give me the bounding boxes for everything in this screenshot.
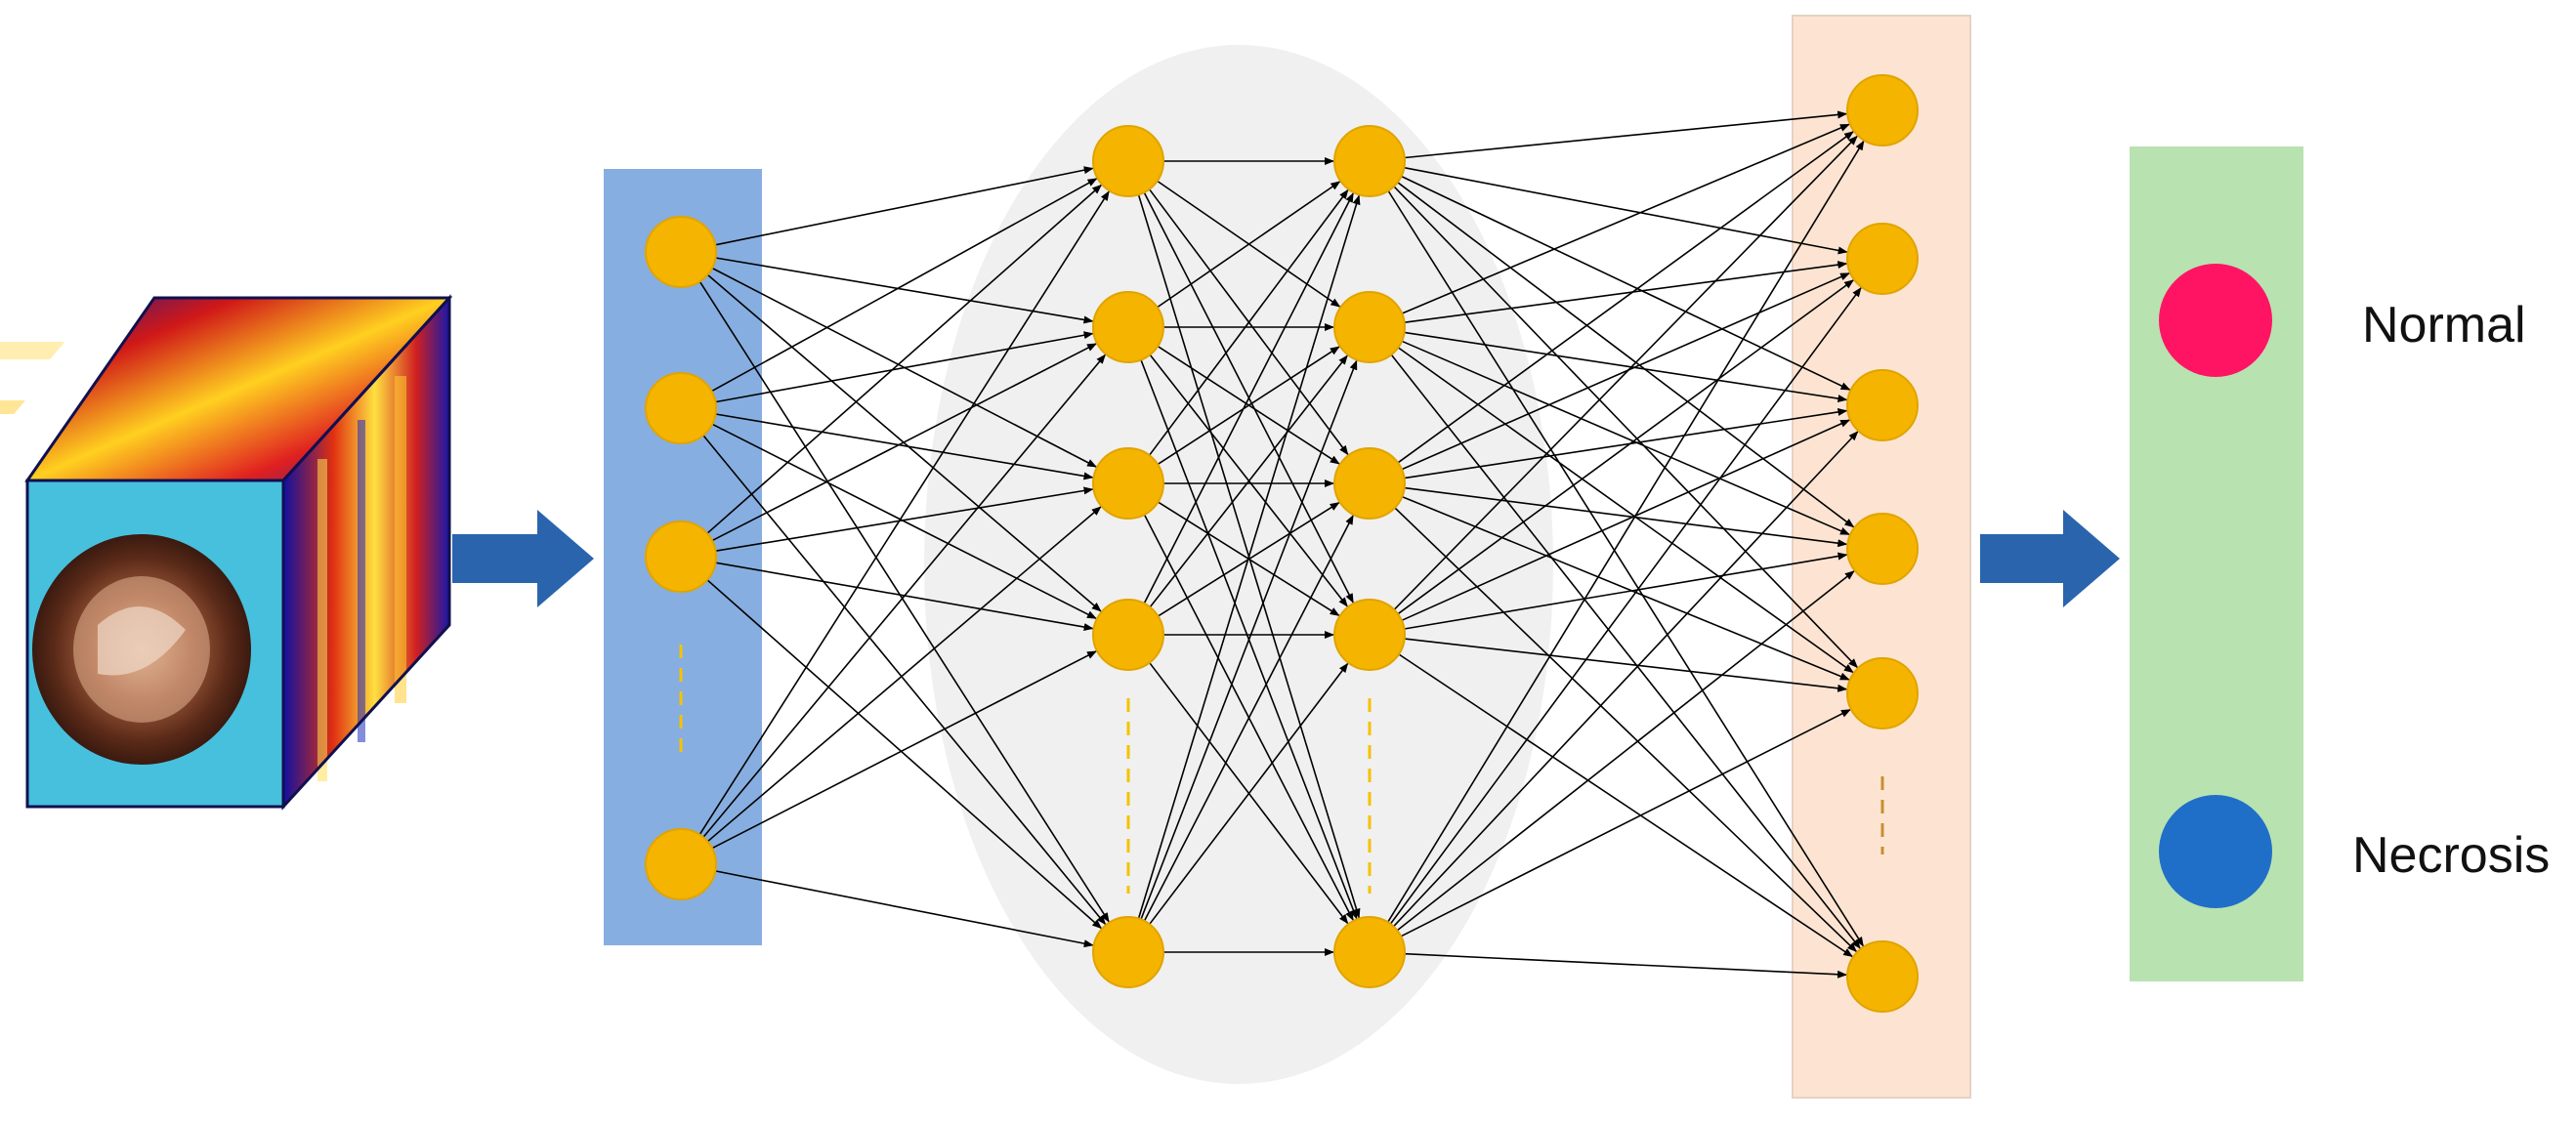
neuron-layer-3	[1333, 125, 1406, 197]
neuron-layer-2	[1092, 599, 1164, 671]
right-arrow-icon	[1980, 510, 2120, 607]
connection-arrow	[1404, 261, 1848, 323]
connection-arrow	[1393, 135, 1858, 610]
connection-arrow	[711, 178, 1098, 393]
connection-arrow	[1157, 346, 1340, 466]
normal-label: Normal	[2362, 297, 2526, 354]
right-arrow-icon	[452, 510, 594, 607]
neuron-layer-3	[1333, 447, 1406, 520]
connection-arrow	[1396, 570, 1855, 932]
necrosis-label: Necrosis	[2352, 827, 2550, 884]
neuron-layer-1	[645, 521, 717, 593]
connection-arrow	[1148, 188, 1349, 456]
neuron-layer-4	[1846, 223, 1919, 295]
connection-arrow	[1140, 359, 1358, 920]
connection-arrow	[1394, 507, 1858, 952]
connection-arrow	[706, 506, 1102, 843]
connection-arrow	[715, 413, 1094, 480]
connection-arrow	[1401, 123, 1850, 314]
necrosis-class-node	[2159, 795, 2272, 908]
connection-arrow	[1390, 354, 1861, 949]
connection-arrow	[711, 423, 1097, 620]
neuron-layer-4	[1846, 369, 1919, 441]
neuron-layer-2	[1092, 447, 1164, 520]
connection-arrow	[1404, 638, 1848, 692]
connection-arrow	[1393, 431, 1859, 928]
connection-arrow	[715, 486, 1094, 552]
connection-arrow	[1397, 182, 1855, 528]
connection-arrow	[711, 343, 1097, 542]
connection-arrow	[1397, 279, 1855, 615]
connection-arrow	[1404, 331, 1848, 402]
neuron-layer-3	[1333, 291, 1406, 363]
connection-arrow	[1149, 354, 1348, 608]
connection-arrow	[706, 579, 1103, 930]
neuron-layer-1	[645, 372, 717, 444]
neuron-layer-4	[1846, 657, 1919, 729]
connection-arrow	[1137, 194, 1361, 919]
connection-arrow	[1387, 190, 1864, 947]
connection-arrow	[1400, 708, 1851, 938]
connection-arrow	[702, 354, 1106, 838]
neuron-layer-1	[645, 828, 717, 900]
ellipsis-dashes	[679, 645, 1884, 894]
neuron-layer-4	[1846, 940, 1919, 1013]
neuron-layer-2	[1092, 916, 1164, 988]
neuron-layer-2	[1092, 125, 1164, 197]
neuron-layer-4	[1846, 74, 1919, 146]
neuron-layer-3	[1333, 916, 1406, 988]
connection-arrow	[698, 280, 1110, 923]
connection-arrow	[1143, 192, 1354, 604]
connection-arrow	[706, 184, 1103, 534]
connection-arrow	[1401, 495, 1850, 681]
connections	[698, 110, 1865, 979]
neuron-layer-1	[645, 216, 717, 288]
connection-arrow	[1393, 186, 1858, 669]
connection-arrow	[715, 331, 1094, 403]
hyperspectral-cube-icon	[0, 294, 453, 811]
connection-arrow	[715, 257, 1094, 324]
connection-arrow	[706, 273, 1102, 612]
connection-arrow	[1404, 408, 1848, 479]
neurons	[645, 74, 1919, 1013]
connection-arrow	[1401, 340, 1850, 536]
connection-arrow	[1149, 662, 1349, 925]
connection-arrow	[1397, 347, 1854, 674]
connection-arrow	[1401, 419, 1851, 622]
connection-arrow	[1398, 653, 1854, 958]
neuron-layer-4	[1846, 513, 1919, 585]
connection-arrow	[715, 870, 1094, 948]
connection-arrow	[702, 435, 1107, 926]
connection-arrow	[1401, 272, 1851, 471]
hidden-layers-region	[924, 45, 1553, 1084]
connection-arrow	[1404, 110, 1848, 159]
connection-arrow	[1401, 175, 1851, 391]
connection-arrow	[715, 166, 1094, 246]
connection-arrow	[711, 650, 1097, 850]
connection-arrow	[1404, 166, 1848, 255]
connection-arrow	[1157, 181, 1341, 309]
connection-arrow	[698, 190, 1110, 836]
connection-arrow	[1387, 140, 1865, 923]
connection-arrow	[1143, 515, 1354, 922]
neuron-layer-3	[1333, 599, 1406, 671]
connection-arrow	[1404, 552, 1848, 630]
connection-arrow	[1404, 486, 1848, 548]
connection-arrow	[1404, 952, 1847, 979]
connection-arrow	[1397, 131, 1854, 464]
normal-class-node	[2159, 264, 2272, 377]
neuron-layer-2	[1092, 291, 1164, 363]
connection-arrow	[1389, 286, 1862, 925]
